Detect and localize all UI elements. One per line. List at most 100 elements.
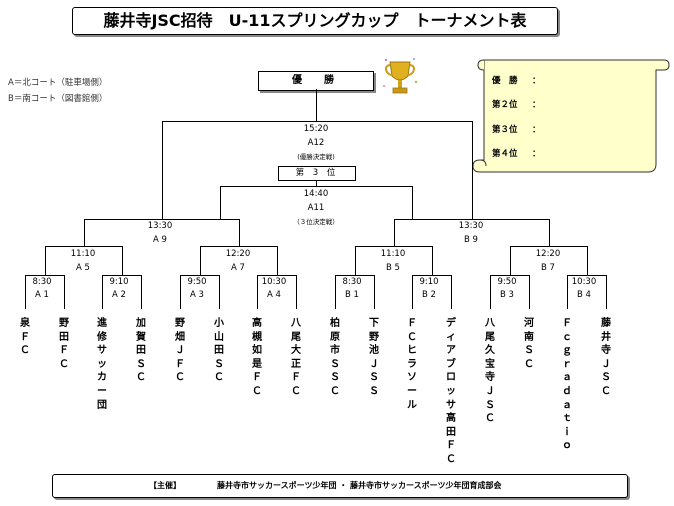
r1-a3-time: 9:50 <box>187 277 207 287</box>
semi-b-time: 13:30 <box>458 221 484 231</box>
team-10: 下野池ＪＳＳ <box>369 318 379 397</box>
bracket-line-26 <box>122 246 123 276</box>
r1-b1-time: 8:30 <box>342 277 362 287</box>
bracket-line-32 <box>432 246 433 276</box>
quarter-a5-time: 11:10 <box>70 249 96 259</box>
bracket-line-48 <box>472 121 473 220</box>
team-15: Ｆｃｇｒａｄａｔｉｏ <box>562 318 572 452</box>
footer-organizers: 藤井寺市サッカースポーツ少年団 ・ 藤井寺市サッカースポーツ少年団育成部会 <box>217 481 502 490</box>
bracket-line-7 <box>180 275 181 309</box>
bracket-line-29 <box>277 246 278 276</box>
bracket-line-19 <box>490 275 491 309</box>
r1-a1-time: 8:30 <box>32 277 52 287</box>
bracket-line-16 <box>412 275 413 309</box>
bracket-line-40 <box>394 219 395 247</box>
team-8: 八尾大正ＦＣ <box>291 318 301 397</box>
team-3: 進修サッカー団 <box>97 318 107 411</box>
quarter-b7-time: 12:20 <box>535 249 561 259</box>
r1-a3-code: A 3 <box>190 290 204 300</box>
result-row-1-label: 優 勝 <box>492 76 518 86</box>
team-13: 八尾久宝寺ＪＳＣ <box>485 318 495 425</box>
trophy-icon <box>382 56 418 100</box>
bracket-line-43 <box>220 186 221 220</box>
bracket-line-44 <box>412 186 413 220</box>
r1-a1-code: A 1 <box>35 290 49 300</box>
bracket-line-46 <box>316 179 317 187</box>
bracket-line-50 <box>316 89 317 122</box>
bracket-line-20 <box>529 275 530 309</box>
bracket-line-25 <box>45 246 46 276</box>
team-14: 河南ＳＣ <box>524 318 534 370</box>
third-match-code: A11 <box>307 203 325 213</box>
team-9: 柏原市ＳＳＣ <box>330 318 340 397</box>
bracket-line-23 <box>606 275 607 309</box>
bracket-line-31 <box>355 246 356 276</box>
r1-b2-code: B 2 <box>422 290 436 300</box>
r1-b2-time: 9:10 <box>419 277 439 287</box>
bracket-line-11 <box>296 275 297 309</box>
bracket-line-28 <box>200 246 201 276</box>
result-row-4-value: ： <box>532 149 541 159</box>
r1-b4-code: B 4 <box>577 290 591 300</box>
bracket-line-49 <box>162 121 473 122</box>
result-row-2-label: 第２位 <box>492 100 518 110</box>
r1-b3-time: 9:50 <box>497 277 517 287</box>
team-2: 野田ＦＣ <box>59 318 69 370</box>
team-7: 高槻如是ＦＣ <box>252 318 262 397</box>
team-11: ＦＣヒラソール <box>407 318 417 411</box>
team-4: 加賀田ＳＣ <box>136 318 146 384</box>
third-match-note: （３位決定戦） <box>293 218 339 226</box>
bracket-line-13 <box>335 275 336 309</box>
result-row-3-label: 第３位 <box>492 125 518 135</box>
footer-tag: 【主催】 <box>149 481 181 490</box>
team-5: 野畑ＪＦＣ <box>175 318 185 384</box>
third-match-time: 14:40 <box>303 189 329 199</box>
r1-b3-code: B 3 <box>500 290 514 300</box>
page-title: 藤井寺JSC招待 U-11スプリングカップ トーナメント表 <box>72 7 558 35</box>
quarter-a7-time: 12:20 <box>225 249 251 259</box>
third-place-box: 第 3 位 <box>278 166 356 181</box>
r1-a2-code: A 2 <box>112 290 126 300</box>
quarter-a7-code: A 7 <box>231 263 245 273</box>
result-row-2-value: ： <box>532 100 541 110</box>
bracket-line-47 <box>162 121 163 220</box>
champion-box: 優 勝 <box>258 71 374 91</box>
final-note: (優勝決定戦) <box>297 153 335 161</box>
bracket-line-14 <box>374 275 375 309</box>
organizer-footer: 【主催】 藤井寺市サッカースポーツ少年団 ・ 藤井寺市サッカースポーツ少年団育成… <box>52 474 628 498</box>
quarter-b7-code: B 7 <box>541 263 555 273</box>
bracket-line-4 <box>102 275 103 309</box>
r1-a4-time: 10:30 <box>261 277 287 287</box>
r1-b1-code: B 1 <box>345 290 359 300</box>
team-12: ディアブロッサ高田ＦＣ <box>446 318 456 465</box>
final-time: 15:20 <box>303 124 329 134</box>
bracket-line-8 <box>219 275 220 309</box>
bracket-line-38 <box>239 219 240 247</box>
bracket-line-5 <box>141 275 142 309</box>
bracket-line-34 <box>510 246 511 276</box>
quarter-b5-time: 11:10 <box>380 249 406 259</box>
team-1: 泉ＦＣ <box>20 318 30 357</box>
court-legend-a: A＝北コート（駐車場側） <box>8 78 108 88</box>
semi-b-code: B 9 <box>464 235 478 245</box>
semi-a-time: 13:30 <box>147 221 173 231</box>
team-6: 小山田ＳＣ <box>214 318 224 384</box>
bracket-line-2 <box>64 275 65 309</box>
r1-b4-time: 10:30 <box>571 277 597 287</box>
semi-a-code: A 9 <box>153 235 167 245</box>
r1-a4-code: A 4 <box>267 290 281 300</box>
bracket-line-41 <box>549 219 550 247</box>
bracket-line-17 <box>451 275 452 309</box>
bracket-line-35 <box>587 246 588 276</box>
bracket-line-10 <box>257 275 258 309</box>
team-16: 藤井寺ＪＳＣ <box>601 318 611 397</box>
r1-a2-time: 9:10 <box>109 277 129 287</box>
result-row-1-value: ： <box>532 76 541 86</box>
final-code: A12 <box>307 138 325 148</box>
quarter-a5-code: A 5 <box>76 263 90 273</box>
results-scroll <box>470 56 670 174</box>
court-legend-b: B＝南コート（図書館側） <box>8 94 108 104</box>
bracket-line-22 <box>567 275 568 309</box>
quarter-b5-code: B 5 <box>386 263 400 273</box>
bracket-line-1 <box>25 275 26 309</box>
